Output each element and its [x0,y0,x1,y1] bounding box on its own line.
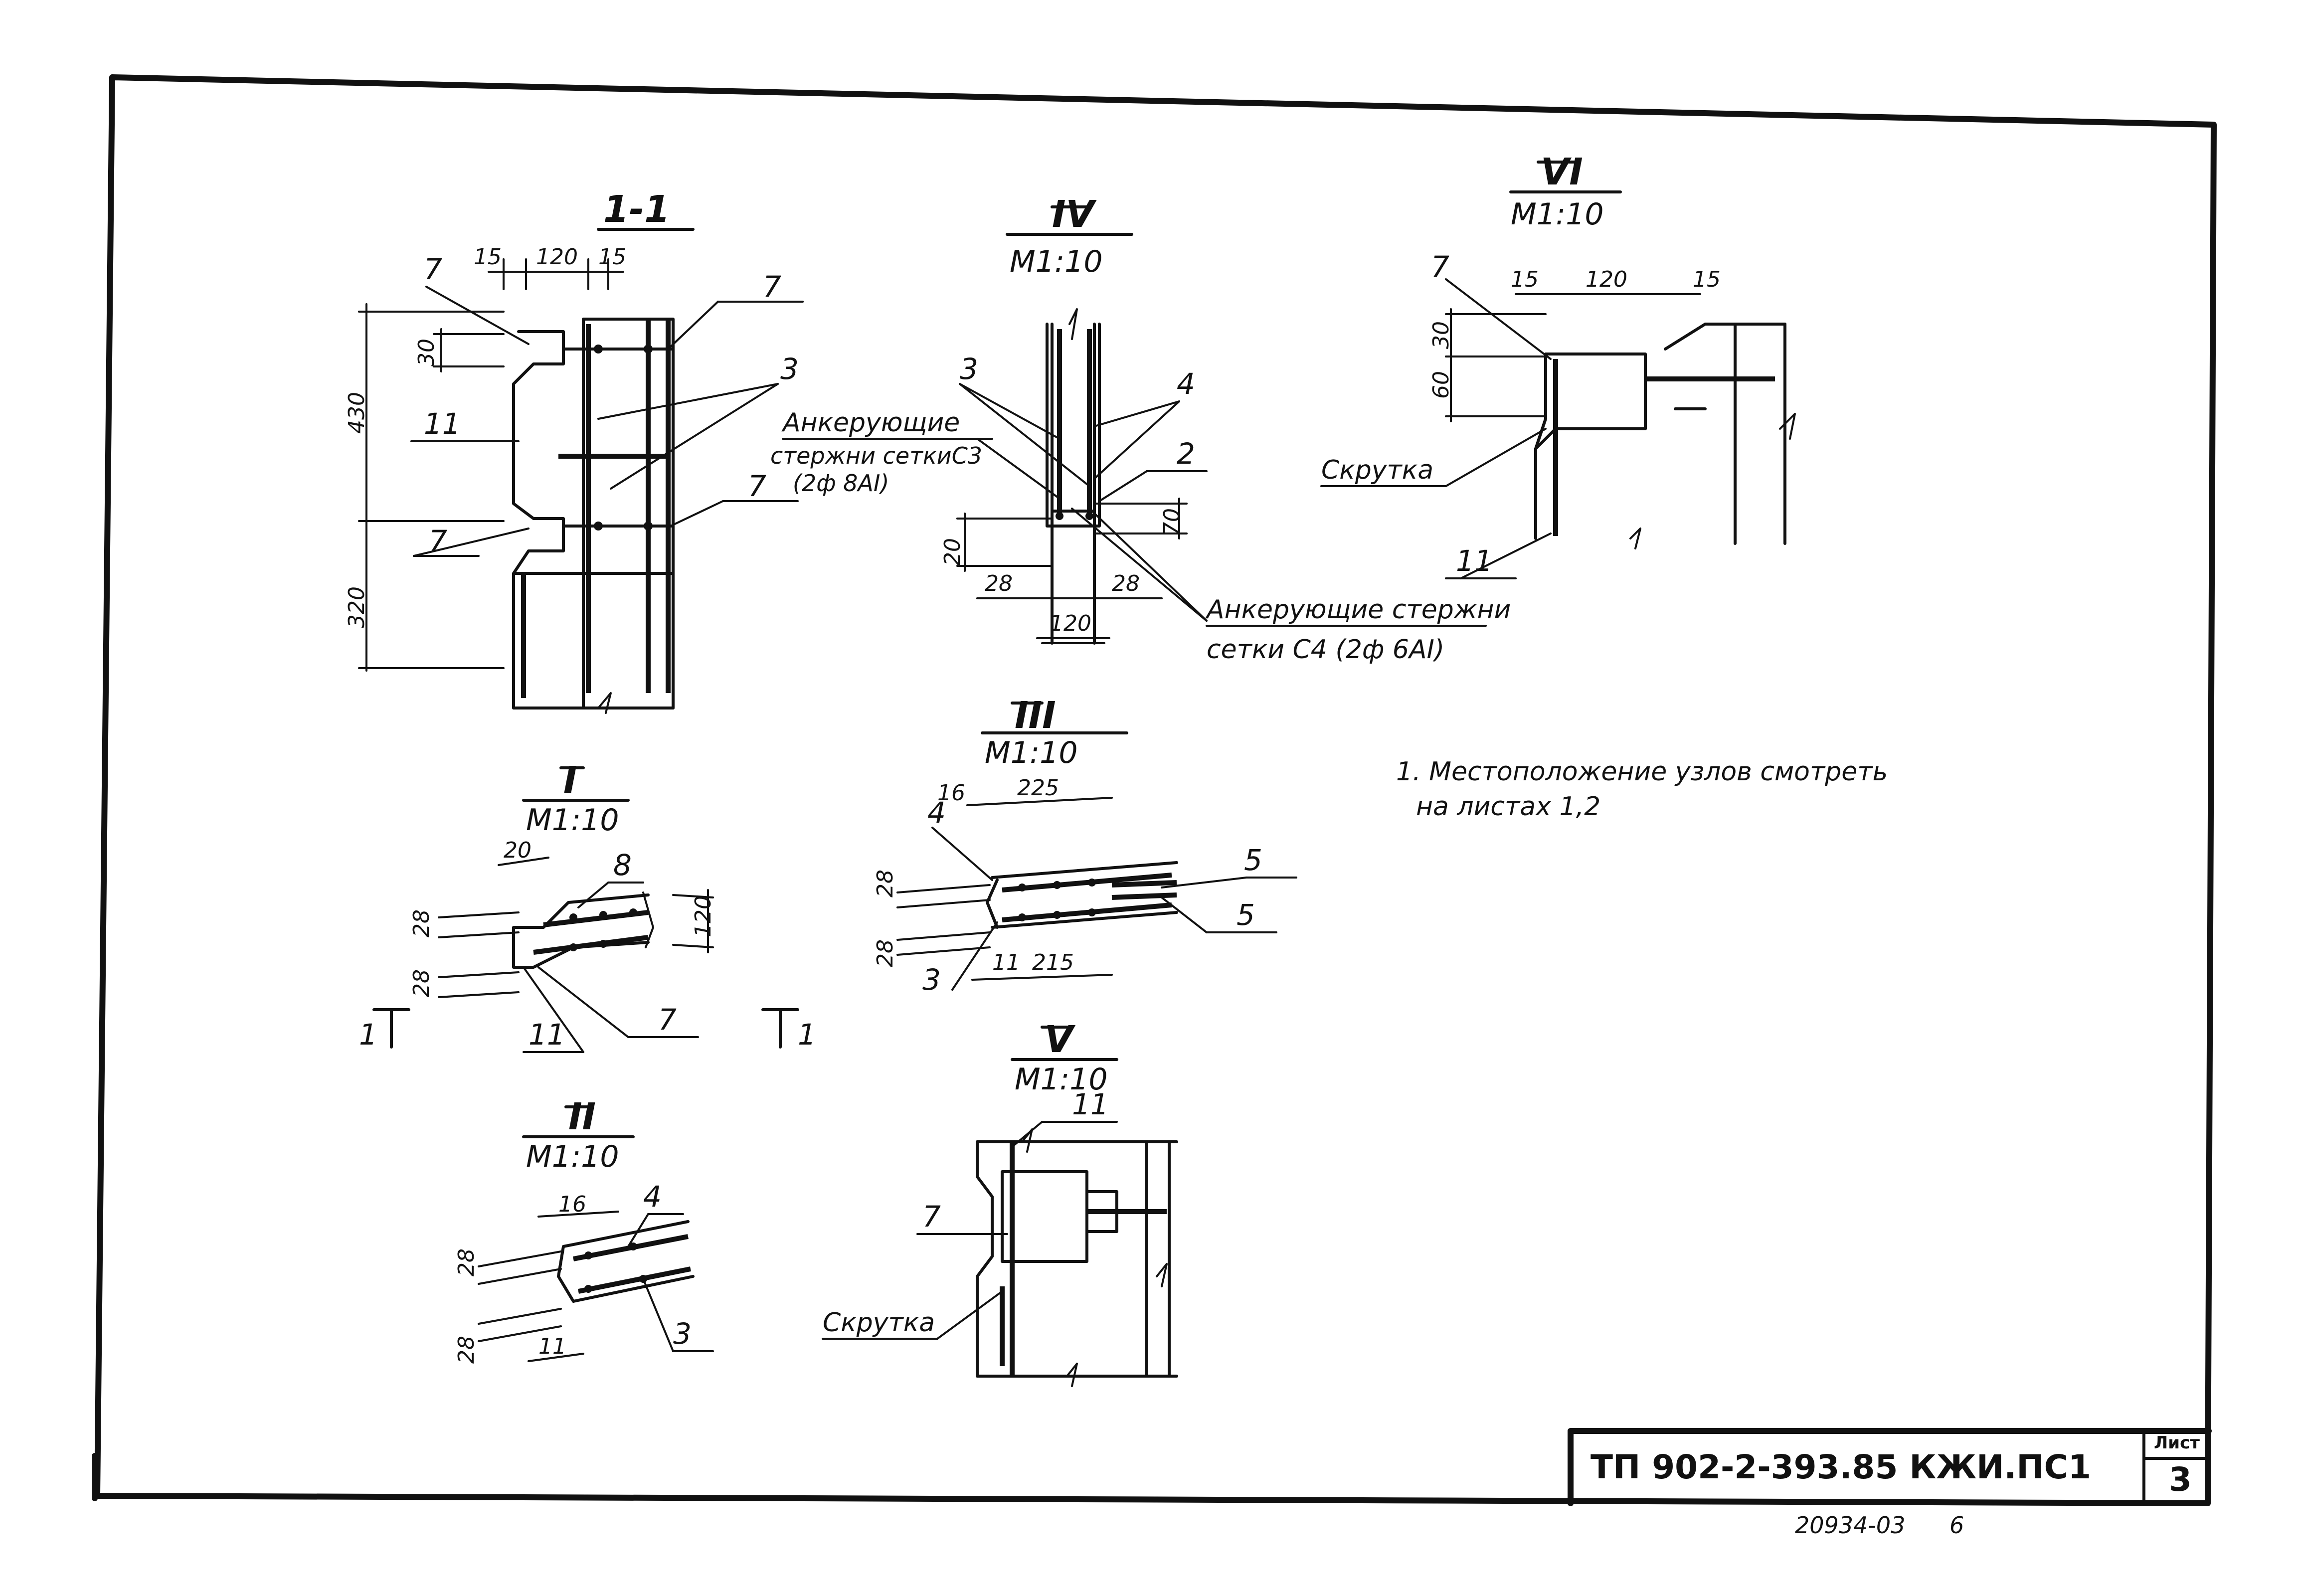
node-VI-twist: Скрутка [1321,455,1433,485]
node-IV-dim-120: 120 [1050,611,1091,636]
dim-15-left: 15 [474,244,502,270]
node-V-scale: M1:10 [1015,1062,1108,1097]
node-II-dim-28b: 28 [454,1336,479,1364]
node-I-pos-8: 8 [613,848,632,882]
section-1-1-title: 1-1 [603,188,670,231]
node-I-dim-28a: 28 [409,909,434,937]
node-IV-dim-28a: 28 [985,571,1013,596]
node-III-pos-3: 3 [922,963,941,997]
node-I-pos-7: 7 [658,1003,677,1037]
pos-7-d: 7 [429,524,447,558]
node-IV-scale: M1:10 [1010,244,1103,279]
pos-11: 11 [424,407,461,441]
node-IV-label-a-2: стержни сеткиС3 [770,442,982,469]
node-VI-dim-15b: 15 [1693,267,1721,292]
node-IV-label-b-1: Анкерующие стержни [1205,595,1511,625]
node-III-dim-215: 215 [1032,950,1074,975]
node-II: II M1:10 16 28 28 11 4 3 [454,1095,714,1364]
node-IV-label-b-2: сетки С4 (2ф 6АI) [1207,635,1444,665]
node-II-dim-28a: 28 [454,1248,479,1276]
node-V: V M1:10 11 7 Скрутка [822,1018,1178,1387]
archive-number: 20934-03 [1795,1512,1905,1539]
node-II-scale: M1:10 [526,1139,619,1174]
note-line-1: 1. Местоположение узлов смотреть [1396,757,1888,787]
dim-120: 120 [536,244,578,270]
node-IV-pos-3: 3 [960,352,978,386]
node-I-title: I [563,759,577,802]
node-III-dim-225: 225 [1017,775,1059,801]
node-II-pos-11: 11 [538,1334,566,1359]
node-II-pos-3: 3 [673,1317,692,1351]
node-II-pos-4: 4 [643,1180,662,1214]
node-V-title: V [1045,1018,1076,1061]
node-III-pos-5b: 5 [1237,898,1255,932]
node-I-pos-11: 11 [529,1018,565,1052]
node-IV: IV M1:10 3 4 2 Анкерующие стержни сеткиС… [770,193,1511,665]
node-IV-pos-2: 2 [1177,437,1195,471]
title-block-sheet-number: 3 [2169,1460,2192,1499]
node-I-scale: M1:10 [526,803,619,838]
node-IV-dim-20: 20 [940,538,965,566]
node-VI-dim-60: 60 [1428,371,1454,399]
node-III-pos-4: 4 [927,796,946,830]
title-block-code: ТП 902-2-393.85 КЖИ.ПС1 [1590,1448,2091,1486]
pos-3: 3 [780,352,799,386]
dim-30: 30 [414,339,439,366]
sheet-frame [92,74,2217,1506]
node-IV-title: IV [1052,193,1097,236]
node-I: I M1:10 20 120 28 28 8 7 11 1 1 [359,759,816,1053]
node-III-dim-28b: 28 [873,939,898,967]
general-note: 1. Местоположение узлов смотреть на лист… [1396,757,1888,822]
node-VI-pos-7: 7 [1431,250,1449,284]
node-V-pos-11: 11 [1072,1087,1109,1121]
note-line-2: на листах 1,2 [1416,792,1600,822]
dim-430: 430 [344,392,369,434]
node-IV-label-a-1: Анкерующие [781,408,960,438]
node-VI-dim-120: 120 [1586,267,1627,292]
node-III-dim-28a: 28 [873,870,898,897]
node-IV-dim-70: 70 [1159,508,1185,536]
node-III-pos-11: 11 [992,950,1020,975]
node-V-pos-7: 7 [922,1200,941,1234]
node-I-cut-left: 1 [359,1018,377,1052]
node-III: III M1:10 16 225 28 28 11 215 4 3 5 5 [873,694,1297,997]
node-III-scale: M1:10 [985,735,1078,770]
node-III-dim-16: 16 [937,780,965,806]
archive-page: 6 [1949,1512,1964,1539]
node-II-dim-16: 16 [558,1192,586,1217]
node-III-pos-5a: 5 [1244,843,1262,877]
node-VI-pos-11: 11 [1456,544,1493,578]
node-I-dim-20: 20 [504,838,531,863]
pos-7-a: 7 [424,252,442,286]
title-block: ТП 902-2-393.85 КЖИ.ПС1 Лист 3 20934-03 … [1568,1428,2212,1539]
node-II-title: II [568,1095,596,1138]
node-VI-dim-30: 30 [1428,321,1454,349]
node-I-dim-28b: 28 [409,969,434,997]
node-III-title: III [1015,694,1056,737]
node-V-twist: Скрутка [823,1308,935,1338]
node-IV-pos-4: 4 [1177,367,1195,401]
dim-320: 320 [344,586,369,628]
pos-7-c: 7 [748,469,766,503]
node-VI: VI M1:10 15 120 15 30 60 7 Скрутка 11 [1320,151,1796,579]
title-block-sheet-label: Лист [2154,1433,2200,1453]
dim-15-right: 15 [598,244,626,270]
node-IV-dim-28b: 28 [1112,571,1140,596]
section-1-1: 1-1 15 120 15 430 320 30 [344,188,804,714]
pos-7-b: 7 [763,270,781,304]
node-I-dim-120: 120 [691,895,716,937]
node-I-cut-right: 1 [798,1018,816,1052]
node-VI-scale: M1:10 [1511,197,1604,232]
node-VI-dim-15a: 15 [1511,267,1539,292]
node-VI-title: VI [1541,151,1583,193]
node-IV-label-a-3: (2ф 8АI) [793,470,889,497]
